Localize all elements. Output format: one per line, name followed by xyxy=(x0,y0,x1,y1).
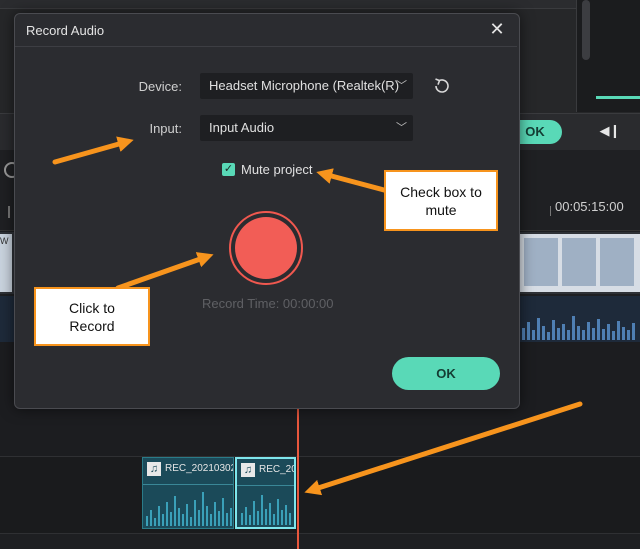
record-time: Record Time: 00:00:00 xyxy=(202,296,334,311)
chevron-down-icon: ﹀ xyxy=(396,122,407,134)
ruler-timecode: 00:05:15:00 xyxy=(555,199,624,214)
music-note-icon: ♫ xyxy=(147,462,161,476)
clip-name: REC_202 xyxy=(259,464,294,475)
ok-button[interactable]: OK xyxy=(392,357,500,390)
device-label: Device: xyxy=(138,79,182,94)
video-thumbnail[interactable]: W xyxy=(0,234,12,292)
callout-line: mute xyxy=(425,201,457,218)
record-callout: Click to Record xyxy=(34,287,150,346)
playhead[interactable] xyxy=(297,405,299,549)
input-select[interactable]: Input Audio ﹀ xyxy=(200,115,413,141)
clip-waveform xyxy=(241,495,291,525)
editor-top-bar xyxy=(0,0,640,9)
mute-project-checkbox[interactable]: ✓ xyxy=(222,163,235,176)
clip-waveform xyxy=(146,492,232,526)
dialog-divider xyxy=(15,46,517,47)
music-note-icon: ♫ xyxy=(241,463,255,477)
device-select[interactable]: Headset Microphone (Realtek(R) ﹀ xyxy=(200,73,413,99)
callout-line: Click to xyxy=(69,299,115,316)
mute-project-label[interactable]: Mute project xyxy=(241,162,313,177)
dialog-title: Record Audio xyxy=(26,23,105,38)
close-icon[interactable]: ✕ xyxy=(489,19,505,39)
record-button[interactable] xyxy=(235,217,297,279)
step-play-icon[interactable]: ◀❙ xyxy=(599,123,621,138)
audio-waveform xyxy=(522,316,635,340)
video-thumbnail xyxy=(600,238,634,286)
audio-clip[interactable]: ♫ REC_20210302 xyxy=(142,457,234,529)
video-thumbnail xyxy=(562,238,596,286)
callout-line: Record xyxy=(69,317,115,334)
clip-name: REC_20210302 xyxy=(165,463,233,474)
mute-callout: Check box to mute xyxy=(384,170,498,231)
thumbnail-text: W xyxy=(0,236,9,246)
video-clip[interactable] xyxy=(520,234,640,292)
input-select-value: Input Audio xyxy=(209,120,275,135)
callout-line: Check box to xyxy=(400,183,482,200)
input-label: Input: xyxy=(149,121,182,136)
clip-header: ♫ REC_202 xyxy=(237,459,294,486)
refresh-icon[interactable] xyxy=(431,75,453,97)
recorded-audio-track xyxy=(0,456,640,534)
ruler-tick xyxy=(8,206,10,218)
record-button-ring xyxy=(229,211,303,285)
ruler-tick xyxy=(550,206,551,216)
video-thumbnail xyxy=(524,238,558,286)
playback-progress[interactable] xyxy=(596,96,640,99)
chevron-down-icon: ﹀ xyxy=(396,80,407,92)
preview-scrollbar[interactable] xyxy=(582,0,590,60)
audio-clip-selected[interactable]: ♫ REC_202 xyxy=(235,457,296,529)
device-select-value: Headset Microphone (Realtek(R) xyxy=(209,78,400,93)
clip-header: ♫ REC_20210302 xyxy=(143,458,233,485)
